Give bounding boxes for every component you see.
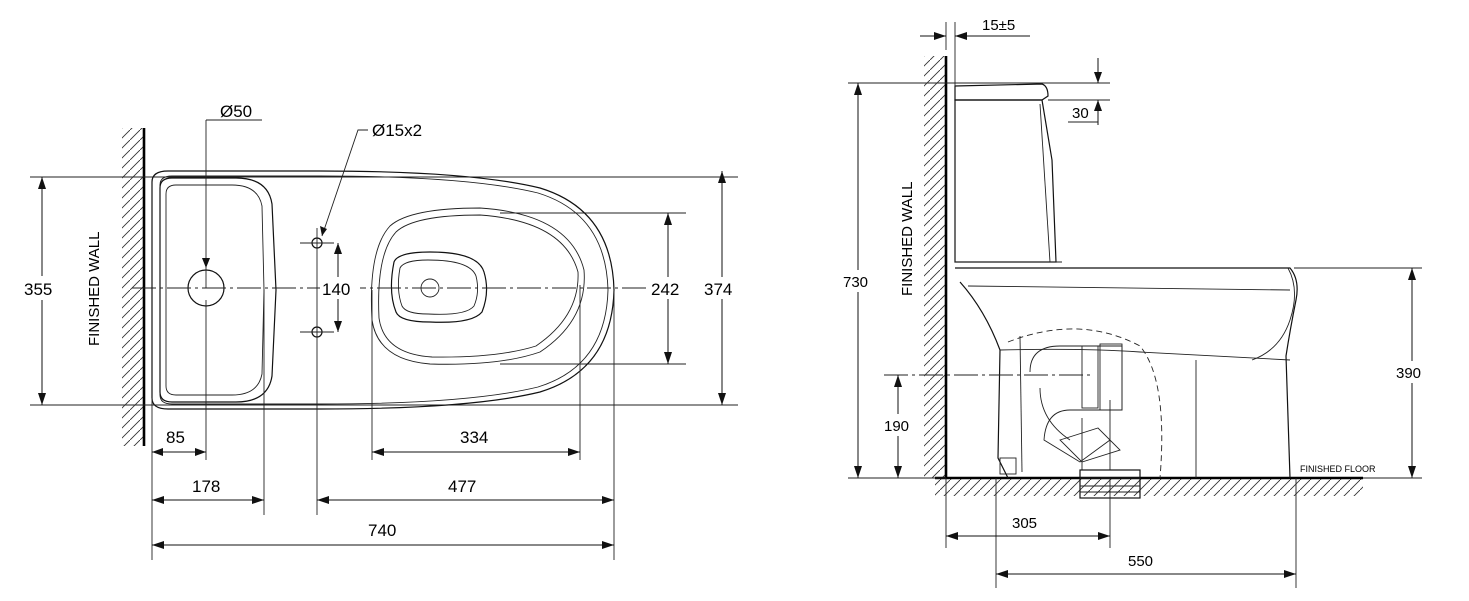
- plan-toilet-outline: [151, 170, 615, 410]
- svg-text:190: 190: [884, 418, 909, 435]
- plan-tank: [159, 177, 277, 515]
- svg-text:30: 30: [1072, 105, 1089, 122]
- svg-text:355: 355: [24, 280, 52, 299]
- floor-label: FINISHED FLOOR: [1300, 464, 1376, 474]
- outlet-diameter-label: Ø50: [220, 102, 252, 121]
- dim-plan-477: 477: [317, 477, 614, 504]
- side-wall-hatch: [924, 56, 948, 478]
- dim-plan-355: 355: [24, 177, 64, 405]
- bolt-holes-label: Ø15x2: [372, 121, 422, 140]
- plan-view: FINISHED WALL Ø50: [24, 102, 744, 560]
- dim-plan-85: 85: [152, 300, 207, 460]
- dim-side-190: 190: [882, 375, 916, 478]
- dim-side-305: 305: [946, 515, 1110, 540]
- side-view: FINISHED WALL FINISHED FLOOR: [840, 17, 1430, 588]
- dim-side-30: 30: [1068, 58, 1102, 125]
- outlet-circle: [187, 119, 262, 307]
- bolt-holes: [300, 129, 368, 515]
- svg-text:730: 730: [843, 274, 868, 291]
- dim-plan-334: 334: [372, 428, 580, 456]
- dim-plan-242: 242: [648, 213, 690, 364]
- svg-text:140: 140: [322, 280, 350, 299]
- plan-bowl: [151, 207, 615, 560]
- svg-text:178: 178: [192, 477, 220, 496]
- dim-plan-140: 140: [320, 243, 360, 332]
- side-trap: [1007, 328, 1163, 479]
- dim-plan-374: 374: [702, 171, 744, 405]
- side-wall-label: FINISHED WALL: [899, 182, 916, 296]
- svg-text:740: 740: [368, 521, 396, 540]
- dim-side-730: 730: [840, 83, 946, 479]
- dim-plan-178: 178: [152, 477, 264, 504]
- plan-wall-hatch: [122, 128, 146, 446]
- plan-wall-label: FINISHED WALL: [86, 232, 103, 346]
- svg-text:374: 374: [704, 280, 732, 299]
- svg-text:85: 85: [166, 428, 185, 447]
- dim-side-390: 390: [1363, 268, 1430, 479]
- svg-text:242: 242: [651, 280, 679, 299]
- svg-text:550: 550: [1128, 553, 1153, 570]
- side-bowl: [955, 267, 1298, 479]
- svg-text:334: 334: [460, 428, 488, 447]
- side-tank: [954, 83, 1062, 269]
- dim-side-15: 15±5: [920, 17, 1030, 86]
- svg-text:15±5: 15±5: [982, 17, 1015, 34]
- svg-text:477: 477: [448, 477, 476, 496]
- dim-side-550: 550: [996, 553, 1296, 578]
- svg-text:390: 390: [1396, 365, 1421, 382]
- side-floor: [935, 476, 1363, 496]
- svg-text:305: 305: [1012, 515, 1037, 532]
- dim-plan-740: 740: [152, 521, 614, 549]
